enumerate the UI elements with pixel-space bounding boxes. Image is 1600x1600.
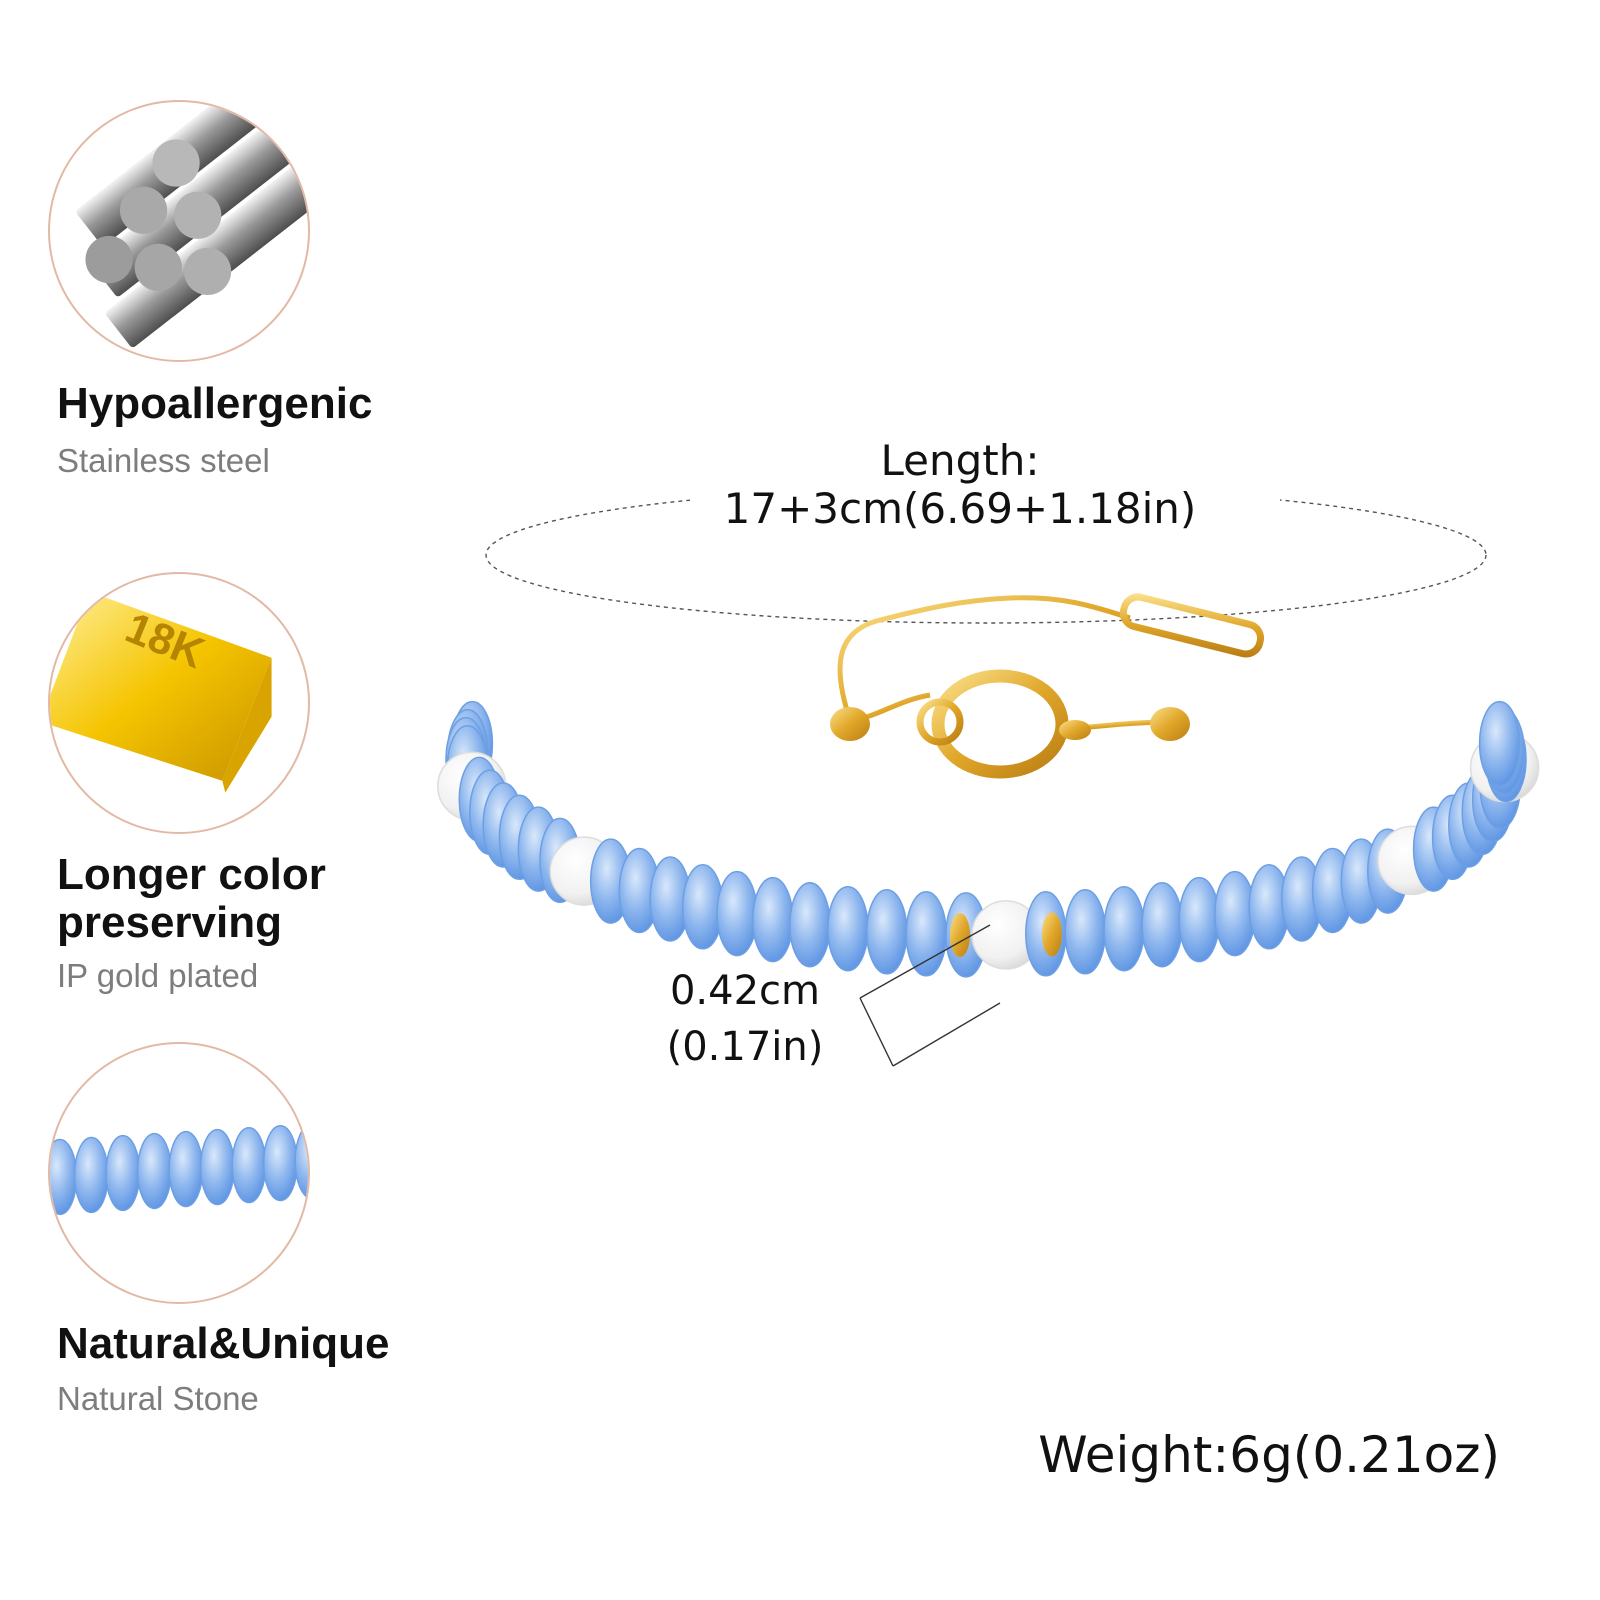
feature-subtitle: Stainless steel: [57, 442, 270, 479]
stone-bead: [1178, 876, 1220, 963]
icon-stone-bead: [168, 1130, 204, 1208]
icon-stone-bead: [50, 1138, 78, 1216]
stone-bead: [905, 891, 947, 977]
stone-bead: [1064, 889, 1106, 975]
gold-bar-icon: 18K: [48, 572, 310, 834]
length-guide-ellipse: [485, 486, 1487, 624]
stone-bead: [752, 876, 794, 963]
bead-size-in: (0.17in): [666, 1024, 824, 1070]
stone-bead: [866, 889, 908, 975]
icon-stone-bead: [136, 1132, 172, 1210]
steel-rods-icon: [48, 100, 310, 362]
stone-bead: [1478, 700, 1521, 787]
length-value: 17+3cm(6.69+1.18in): [723, 484, 1197, 533]
icon-stone-bead: [105, 1134, 141, 1212]
bead-size-cm: 0.42cm: [669, 968, 821, 1014]
stone-beads-icon: [48, 1042, 310, 1304]
bead-size-indicator: [859, 924, 1001, 1067]
icon-stone-bead: [262, 1124, 298, 1202]
stone-bead: [789, 881, 831, 968]
feature-title: Hypoallergenic: [57, 379, 373, 428]
feature-subtitle: IP gold plated: [57, 957, 259, 994]
length-label: Length:: [880, 436, 1040, 485]
weight-label: Weight:6g(0.21oz): [1038, 1426, 1500, 1484]
gold-spacer-bead: [950, 913, 970, 957]
icon-stone-bead: [199, 1128, 235, 1206]
stone-bead: [1141, 881, 1183, 968]
feature-title: Longer color preserving: [57, 850, 326, 947]
gold-spacer-bead: [1041, 912, 1062, 957]
brand-tag: [1119, 593, 1265, 658]
icon-stone-bead: [73, 1136, 109, 1214]
feature-title: Natural&Unique: [57, 1319, 390, 1368]
stone-bead: [1103, 885, 1145, 972]
stone-bead: [827, 885, 869, 972]
feature-subtitle: Natural Stone: [57, 1380, 259, 1417]
lobster-clasp: [830, 669, 1190, 779]
icon-stone-bead: [231, 1126, 267, 1204]
stone-bead: [716, 870, 758, 957]
